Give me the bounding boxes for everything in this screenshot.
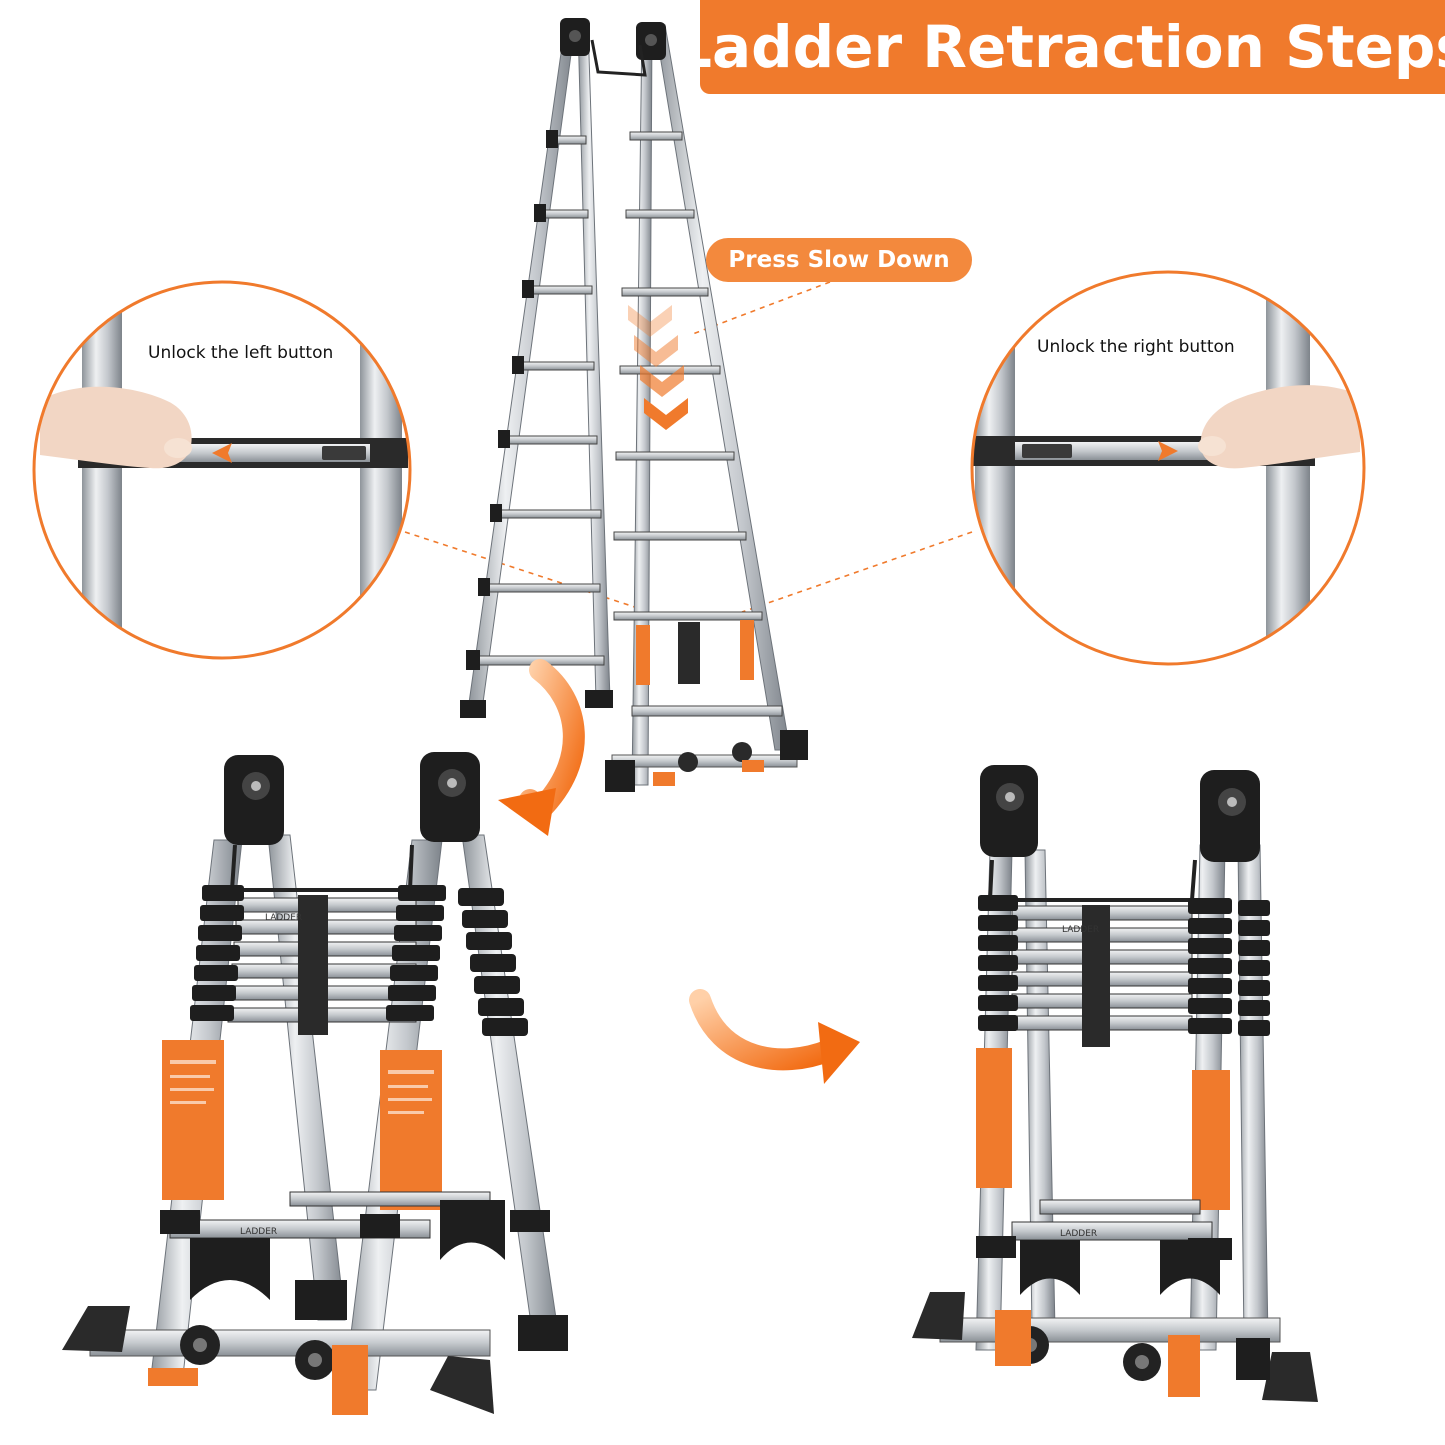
callout-text: Press Slow Down: [728, 247, 950, 273]
fully-retracted-ladder: LADDER: [912, 765, 1318, 1402]
press-down-chevrons-icon: [628, 305, 688, 430]
press-slow-down-callout: Press Slow Down: [706, 238, 972, 282]
title-banner: Ladder Retraction Steps: [675, 0, 1445, 94]
partially-retracted-ladder: LADDER: [62, 752, 568, 1415]
curved-arrow-down-icon: [498, 659, 585, 836]
brand-label-retracted-bottom: LADDER: [1060, 1229, 1097, 1239]
brand-label-bottom: LADDER: [240, 1227, 277, 1237]
brand-label-top: LADDER: [265, 913, 302, 923]
left-detail-circle: [32, 280, 412, 660]
left-button-label: Unlock the left button: [148, 343, 334, 363]
right-button-label: Unlock the right button: [1037, 337, 1235, 357]
page-title: Ladder Retraction Steps: [675, 13, 1445, 81]
curved-arrow-right-icon: [689, 989, 860, 1084]
right-detail-circle: [970, 270, 1366, 666]
extended-ladder: [460, 18, 808, 792]
brand-label-retracted-top: LADDER: [1062, 925, 1099, 935]
